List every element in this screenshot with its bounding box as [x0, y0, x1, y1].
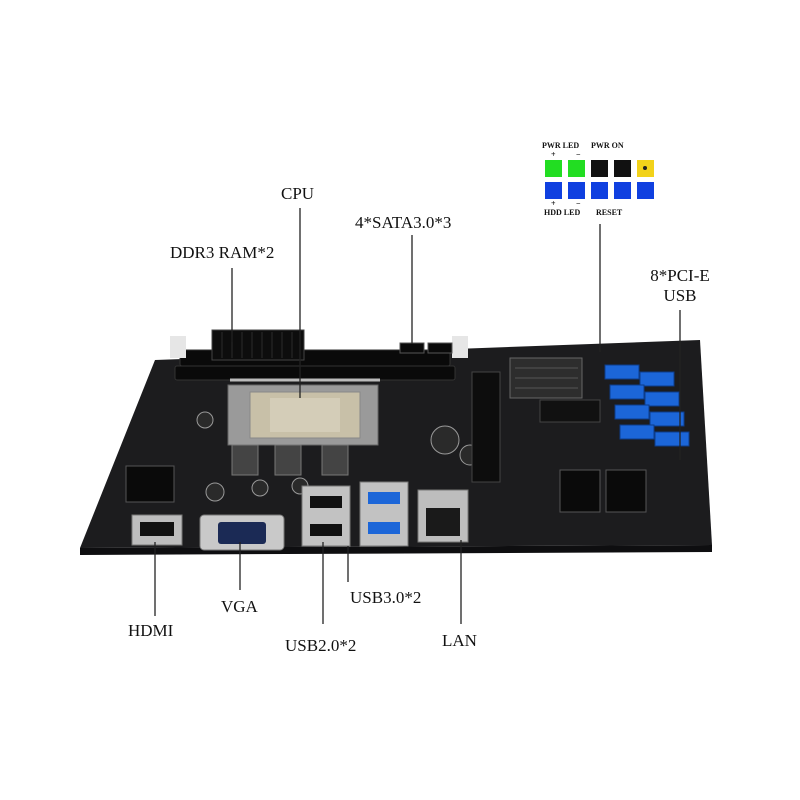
pin-top-3: [591, 160, 608, 177]
label-cpu: CPU: [281, 184, 315, 203]
label-pcie-usb: 8*PCI-E USB: [643, 266, 717, 305]
label-pcie-line1: 8*PCI-E: [650, 266, 710, 285]
lan-port-shape: [417, 489, 469, 543]
usb2-port-shape: [301, 485, 351, 547]
usb3-port-shape: [359, 481, 409, 547]
label-usb2: USB2.0*2: [285, 636, 357, 655]
pin-bottom-3: [591, 182, 608, 199]
atx-power-connector: [211, 329, 305, 361]
vga-port-shape: [199, 514, 285, 551]
label-ddr3-ram: DDR3 RAM*2: [170, 243, 275, 262]
pin-top-4: [614, 160, 631, 177]
label-pcie-line2: USB: [663, 285, 697, 305]
label-lan: LAN: [442, 631, 477, 650]
reset-label: RESET: [596, 208, 623, 217]
pwr-on-label: PWR ON: [591, 141, 624, 150]
hdmi-port-shape: [131, 514, 183, 546]
hdd-led-label: HDD LED: [544, 208, 581, 217]
pwr-led-minus: −: [576, 150, 581, 159]
hdd-led-plus: +: [551, 199, 556, 208]
leader-lines: [154, 208, 681, 624]
cpu-socket: [227, 378, 380, 446]
label-vga: VGA: [221, 597, 258, 616]
cpu-power-connector: [125, 465, 175, 503]
pcie-usb-ports: [604, 364, 690, 447]
pwr-led-label: PWR LED: [542, 141, 580, 150]
label-sata: 4*SATA3.0*3: [355, 213, 452, 232]
label-hdmi: HDMI: [128, 621, 174, 640]
pin-top-1: [545, 160, 562, 177]
pin-top-2: [568, 160, 585, 177]
pwr-led-plus: +: [551, 150, 556, 159]
pin-bottom-1: [545, 182, 562, 199]
pin-top-5: [637, 160, 654, 177]
pin-bottom-4: [614, 182, 631, 199]
label-usb3: USB3.0*2: [350, 588, 422, 607]
pin-bottom-5: [637, 182, 654, 199]
hdd-led-minus: −: [576, 199, 581, 208]
pin-bottom-2: [568, 182, 585, 199]
